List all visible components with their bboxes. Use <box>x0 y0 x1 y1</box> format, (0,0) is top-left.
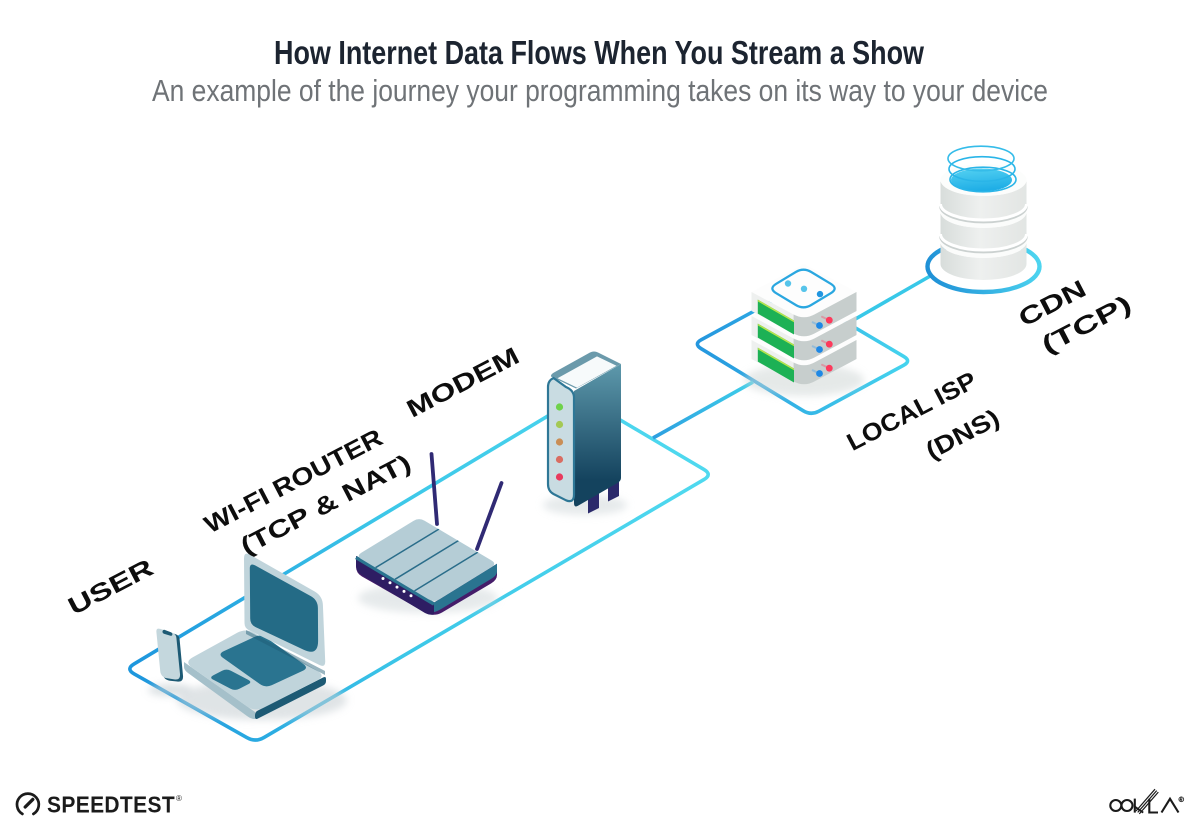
svg-text:MODEM: MODEM <box>402 343 524 424</box>
svg-text:USER: USER <box>64 554 158 621</box>
svg-text:An example of the journey your: An example of the journey your programmi… <box>152 73 1048 108</box>
svg-text:®: ® <box>176 794 182 803</box>
svg-text:How Internet Data Flows When Y: How Internet Data Flows When You Stream … <box>274 34 924 71</box>
svg-text:SPEEDTEST: SPEEDTEST <box>47 792 175 818</box>
